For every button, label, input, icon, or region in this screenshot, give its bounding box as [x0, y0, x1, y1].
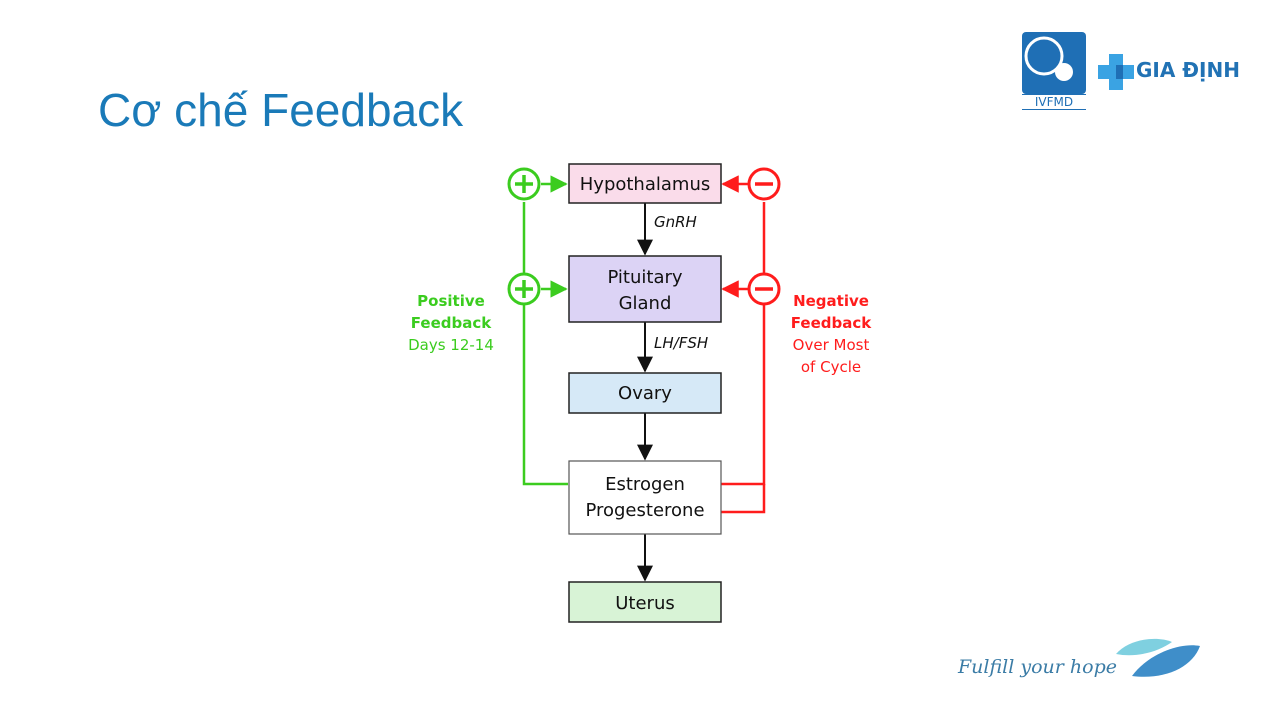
positive-feedback-title-line1: Positive: [417, 292, 485, 310]
node-ovary: Ovary: [568, 372, 722, 414]
node-pituitary-label-line1: Pituitary: [607, 267, 682, 288]
node-hormones: Estrogen Progesterone: [568, 460, 722, 535]
node-pituitary-label-line2: Gland: [619, 293, 672, 314]
giadinh-logo-text: GIA ĐỊNH: [1136, 58, 1240, 82]
edge-label-gnrh: GnRH: [654, 213, 697, 231]
node-uterus-label: Uterus: [615, 593, 675, 614]
ivfmd-logo-text: IVFMD: [1022, 94, 1086, 110]
medical-cross-icon: [1098, 54, 1134, 90]
node-uterus: Uterus: [568, 581, 722, 623]
ivfmd-logo: IVFMD: [1022, 32, 1086, 112]
node-hormones-label-line2: Progesterone: [585, 500, 704, 521]
negative-feedback-loop: [721, 167, 781, 514]
giadinh-logo: GIA ĐỊNH: [1096, 52, 1246, 92]
node-hypothalamus-label: Hypothalamus: [580, 174, 710, 195]
minus-icon: [747, 272, 781, 306]
negative-feedback-subtitle-line1: Over Most: [793, 336, 870, 354]
edge-label-lhfsh: LH/FSH: [654, 334, 708, 352]
negative-feedback-title-line2: Feedback: [791, 314, 872, 332]
node-ovary-label: Ovary: [618, 383, 672, 404]
slide-title: Cơ chế Feedback: [98, 84, 464, 136]
node-hypothalamus: Hypothalamus: [568, 163, 722, 204]
footer-tagline: Fulfill your hope: [958, 656, 1117, 678]
leaf-logo-icon: [1116, 638, 1200, 677]
negative-feedback-label: Negative Feedback Over Most of Cycle: [791, 292, 872, 376]
node-pituitary: Pituitary Gland: [568, 255, 722, 323]
positive-feedback-label: Positive Feedback Days 12-14: [408, 292, 494, 354]
negative-feedback-subtitle-line2: of Cycle: [801, 358, 861, 376]
positive-feedback-loop: [507, 167, 568, 486]
positive-feedback-subtitle: Days 12-14: [408, 336, 494, 354]
node-hormones-label-line1: Estrogen: [605, 474, 685, 495]
plus-icon: [507, 272, 541, 306]
minus-icon: [747, 167, 781, 201]
positive-feedback-title-line2: Feedback: [411, 314, 492, 332]
plus-icon: [507, 167, 541, 201]
negative-feedback-title-line1: Negative: [793, 292, 869, 310]
ivfmd-logo-icon: [1022, 32, 1086, 94]
